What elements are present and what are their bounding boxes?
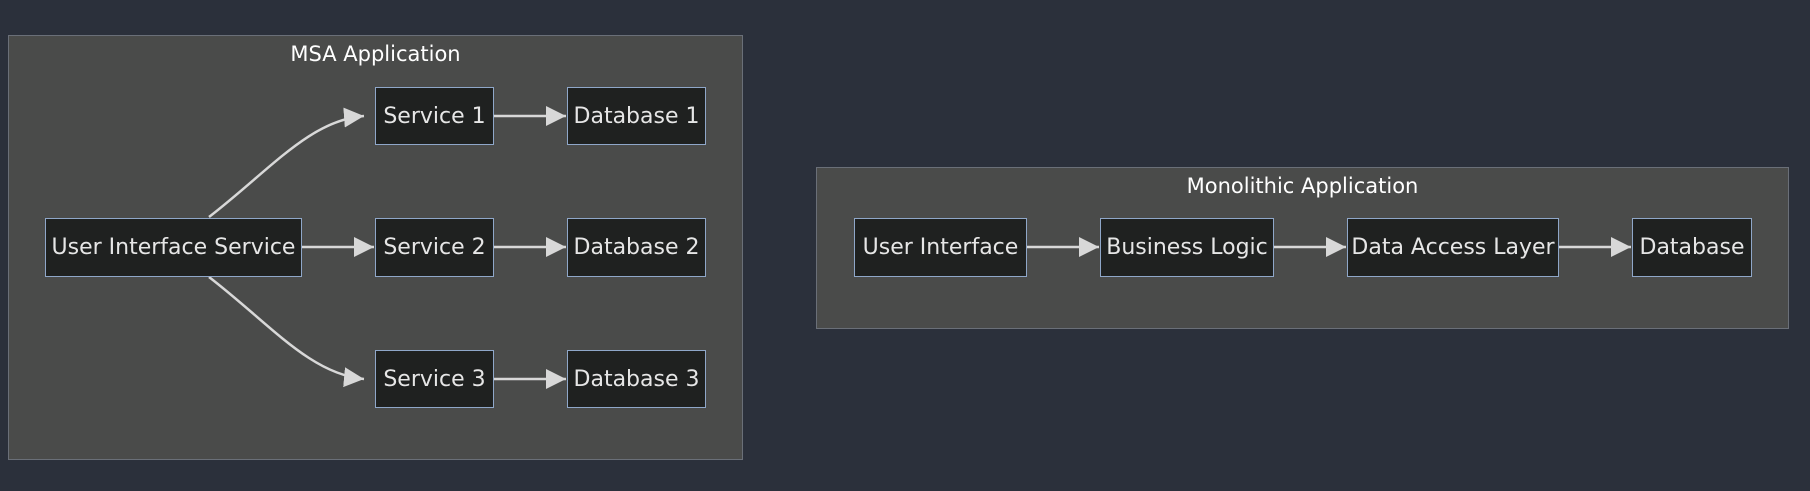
edge-ui-to-service3 bbox=[208, 276, 365, 388]
node-database-1: Database 1 bbox=[567, 87, 706, 145]
msa-cluster-title: MSA Application bbox=[290, 42, 461, 66]
node-database: Database bbox=[1632, 218, 1752, 277]
node-data-access-layer: Data Access Layer bbox=[1347, 218, 1559, 277]
node-database-2: Database 2 bbox=[567, 218, 706, 277]
node-user-interface-service: User Interface Service bbox=[45, 218, 302, 277]
node-user-interface: User Interface bbox=[854, 218, 1027, 277]
node-service-1: Service 1 bbox=[375, 87, 494, 145]
monolithic-cluster-title: Monolithic Application bbox=[1186, 174, 1419, 198]
node-service-2: Service 2 bbox=[375, 218, 494, 277]
edge-ui-to-service1 bbox=[208, 107, 365, 218]
node-service-3: Service 3 bbox=[375, 350, 494, 408]
node-business-logic: Business Logic bbox=[1100, 218, 1274, 277]
node-database-3: Database 3 bbox=[567, 350, 706, 408]
